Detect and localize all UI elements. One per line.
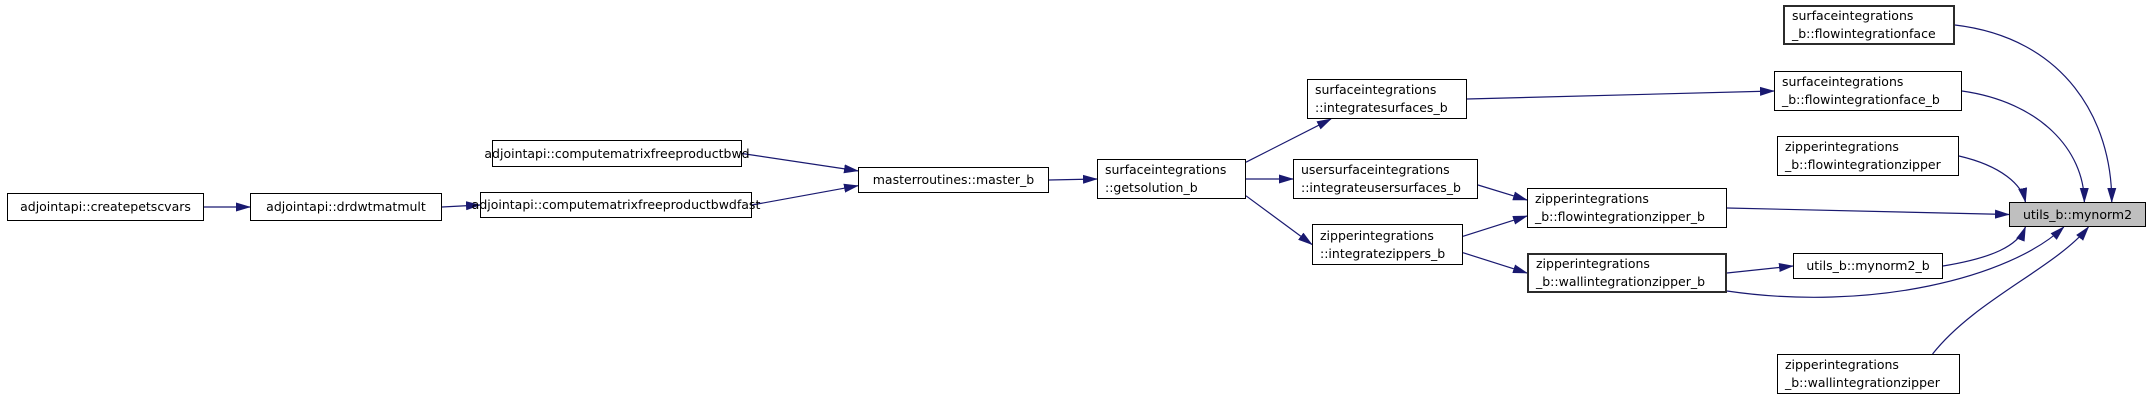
node-getsolution_b[interactable]: surfaceintegrations::getsolution_b [1097, 159, 1246, 199]
node-label: _b::flowintegrationzipper [1785, 157, 1941, 172]
edge-flowintegrationzipper_b-to-mynorm2 [1726, 207, 2010, 219]
node-label: surfaceintegrations [1105, 162, 1227, 177]
edge-wallintegrationzipper_b-to-mynorm2_b [1726, 263, 1794, 274]
node-label: _b::wallintegrationzipper_b [1536, 274, 1706, 289]
node-label: _b::wallintegrationzipper [1785, 375, 1940, 390]
node-master_b[interactable]: masterroutines::master_b [858, 167, 1049, 193]
node-label: zipperintegrations [1536, 256, 1650, 271]
node-label: zipperintegrations [1785, 357, 1899, 372]
node-label: zipperintegrations [1785, 139, 1899, 154]
node-mynorm2_b[interactable]: utils_b::mynorm2_b [1793, 253, 1943, 279]
edge-flowintegrationzipper-to-mynorm2 [1958, 155, 2028, 203]
node-label: ::integratezippers_b [1320, 245, 1446, 261]
edge-computematrixfreeproductbwdfast-to-master_b [751, 183, 859, 206]
edge-integratesurfaces_b-to-flowintegrationface_b [1466, 86, 1775, 100]
node-wallintegrationzipper_b[interactable]: zipperintegrations_b::wallintegrationzip… [1527, 253, 1727, 293]
node-wallintegrationzipper[interactable]: zipperintegrations_b::wallintegrationzip… [1777, 354, 1960, 394]
node-label: surfaceintegrations [1315, 82, 1437, 97]
node-createpetscvars[interactable]: adjointapi::createpetscvars [7, 193, 204, 221]
node-label: adjointapi::createpetscvars [20, 199, 191, 214]
node-flowintegrationzipper_b[interactable]: zipperintegrations_b::flowintegrationzip… [1527, 188, 1727, 228]
edge-flowintegrationface_b-to-mynorm2 [1961, 90, 2089, 203]
edge-flowintegrationface-to-mynorm2 [1954, 24, 2117, 203]
node-label: adjointapi::computematrixfreeproductbwd [484, 145, 750, 161]
node-computematrixfreeproductbwdfast[interactable]: adjointapi::computematrixfreeproductbwdf… [472, 192, 760, 218]
edge-drdwtmatmult-to-computematrixfreeproductbwdfast [441, 201, 481, 211]
node-computematrixfreeproductbwd[interactable]: adjointapi::computematrixfreeproductbwd [484, 140, 750, 167]
node-label: utils_b::mynorm2 [2022, 206, 2133, 222]
node-label: ::integrateusersurfaces_b [1301, 180, 1461, 195]
node-label: adjointapi::drdwtmatmult [266, 199, 426, 214]
node-label: ::getsolution_b [1105, 180, 1198, 195]
node-flowintegrationface_b[interactable]: surfaceintegrations_b::flowintegrationfa… [1774, 71, 1962, 111]
node-integrateusersurfaces_b[interactable]: usersurfaceintegrations::integrateusersu… [1293, 159, 1478, 199]
node-label: surfaceintegrations [1792, 8, 1914, 23]
node-flowintegrationzipper[interactable]: zipperintegrations_b::flowintegrationzip… [1777, 136, 1959, 176]
edge-integratezippers_b-to-wallintegrationzipper_b [1462, 252, 1528, 274]
node-label: utils_b::mynorm2_b [1806, 258, 1930, 273]
node-drdwtmatmult[interactable]: adjointapi::drdwtmatmult [250, 193, 442, 221]
edge-computematrixfreeproductbwd-to-master_b [741, 152, 859, 174]
node-label: _b::flowintegrationface_b [1782, 92, 1940, 107]
edge-integrateusersurfaces_b-to-flowintegrationzipper_b [1477, 184, 1528, 201]
edge-master_b-to-getsolution_b [1048, 174, 1098, 184]
edge-wallintegrationzipper_b-to-mynorm2 [1726, 226, 2065, 298]
node-label: zipperintegrations [1320, 227, 1434, 243]
node-integratesurfaces_b[interactable]: surfaceintegrations::integratesurfaces_b [1307, 79, 1467, 119]
node-label: usersurfaceintegrations [1301, 162, 1450, 177]
node-label: _b::flowintegrationface [1792, 26, 1936, 41]
edge-integratezippers_b-to-flowintegrationzipper_b [1462, 215, 1528, 237]
node-label: zipperintegrations [1535, 191, 1649, 206]
edge-mynorm2_b-to-mynorm2 [1942, 226, 2026, 267]
edge-getsolution_b-to-integratesurfaces_b [1245, 118, 1332, 163]
node-label: surfaceintegrations [1782, 74, 1904, 89]
node-label: ::integratesurfaces_b [1315, 100, 1448, 115]
edge-getsolution_b-to-integratezippers_b [1245, 195, 1313, 246]
edge-wallintegrationzipper-to-mynorm2 [1932, 226, 2090, 355]
node-label: masterroutines::master_b [872, 172, 1035, 187]
node-label: _b::flowintegrationzipper_b [1535, 209, 1705, 224]
node-flowintegrationface[interactable]: surfaceintegrations_b::flowintegrationfa… [1783, 5, 1955, 45]
node-integratezippers_b[interactable]: zipperintegrations::integratezippers_b [1312, 224, 1463, 265]
node-label: adjointapi::computematrixfreeproductbwdf… [471, 197, 761, 212]
node-mynorm2: utils_b::mynorm2 [2009, 202, 2146, 227]
